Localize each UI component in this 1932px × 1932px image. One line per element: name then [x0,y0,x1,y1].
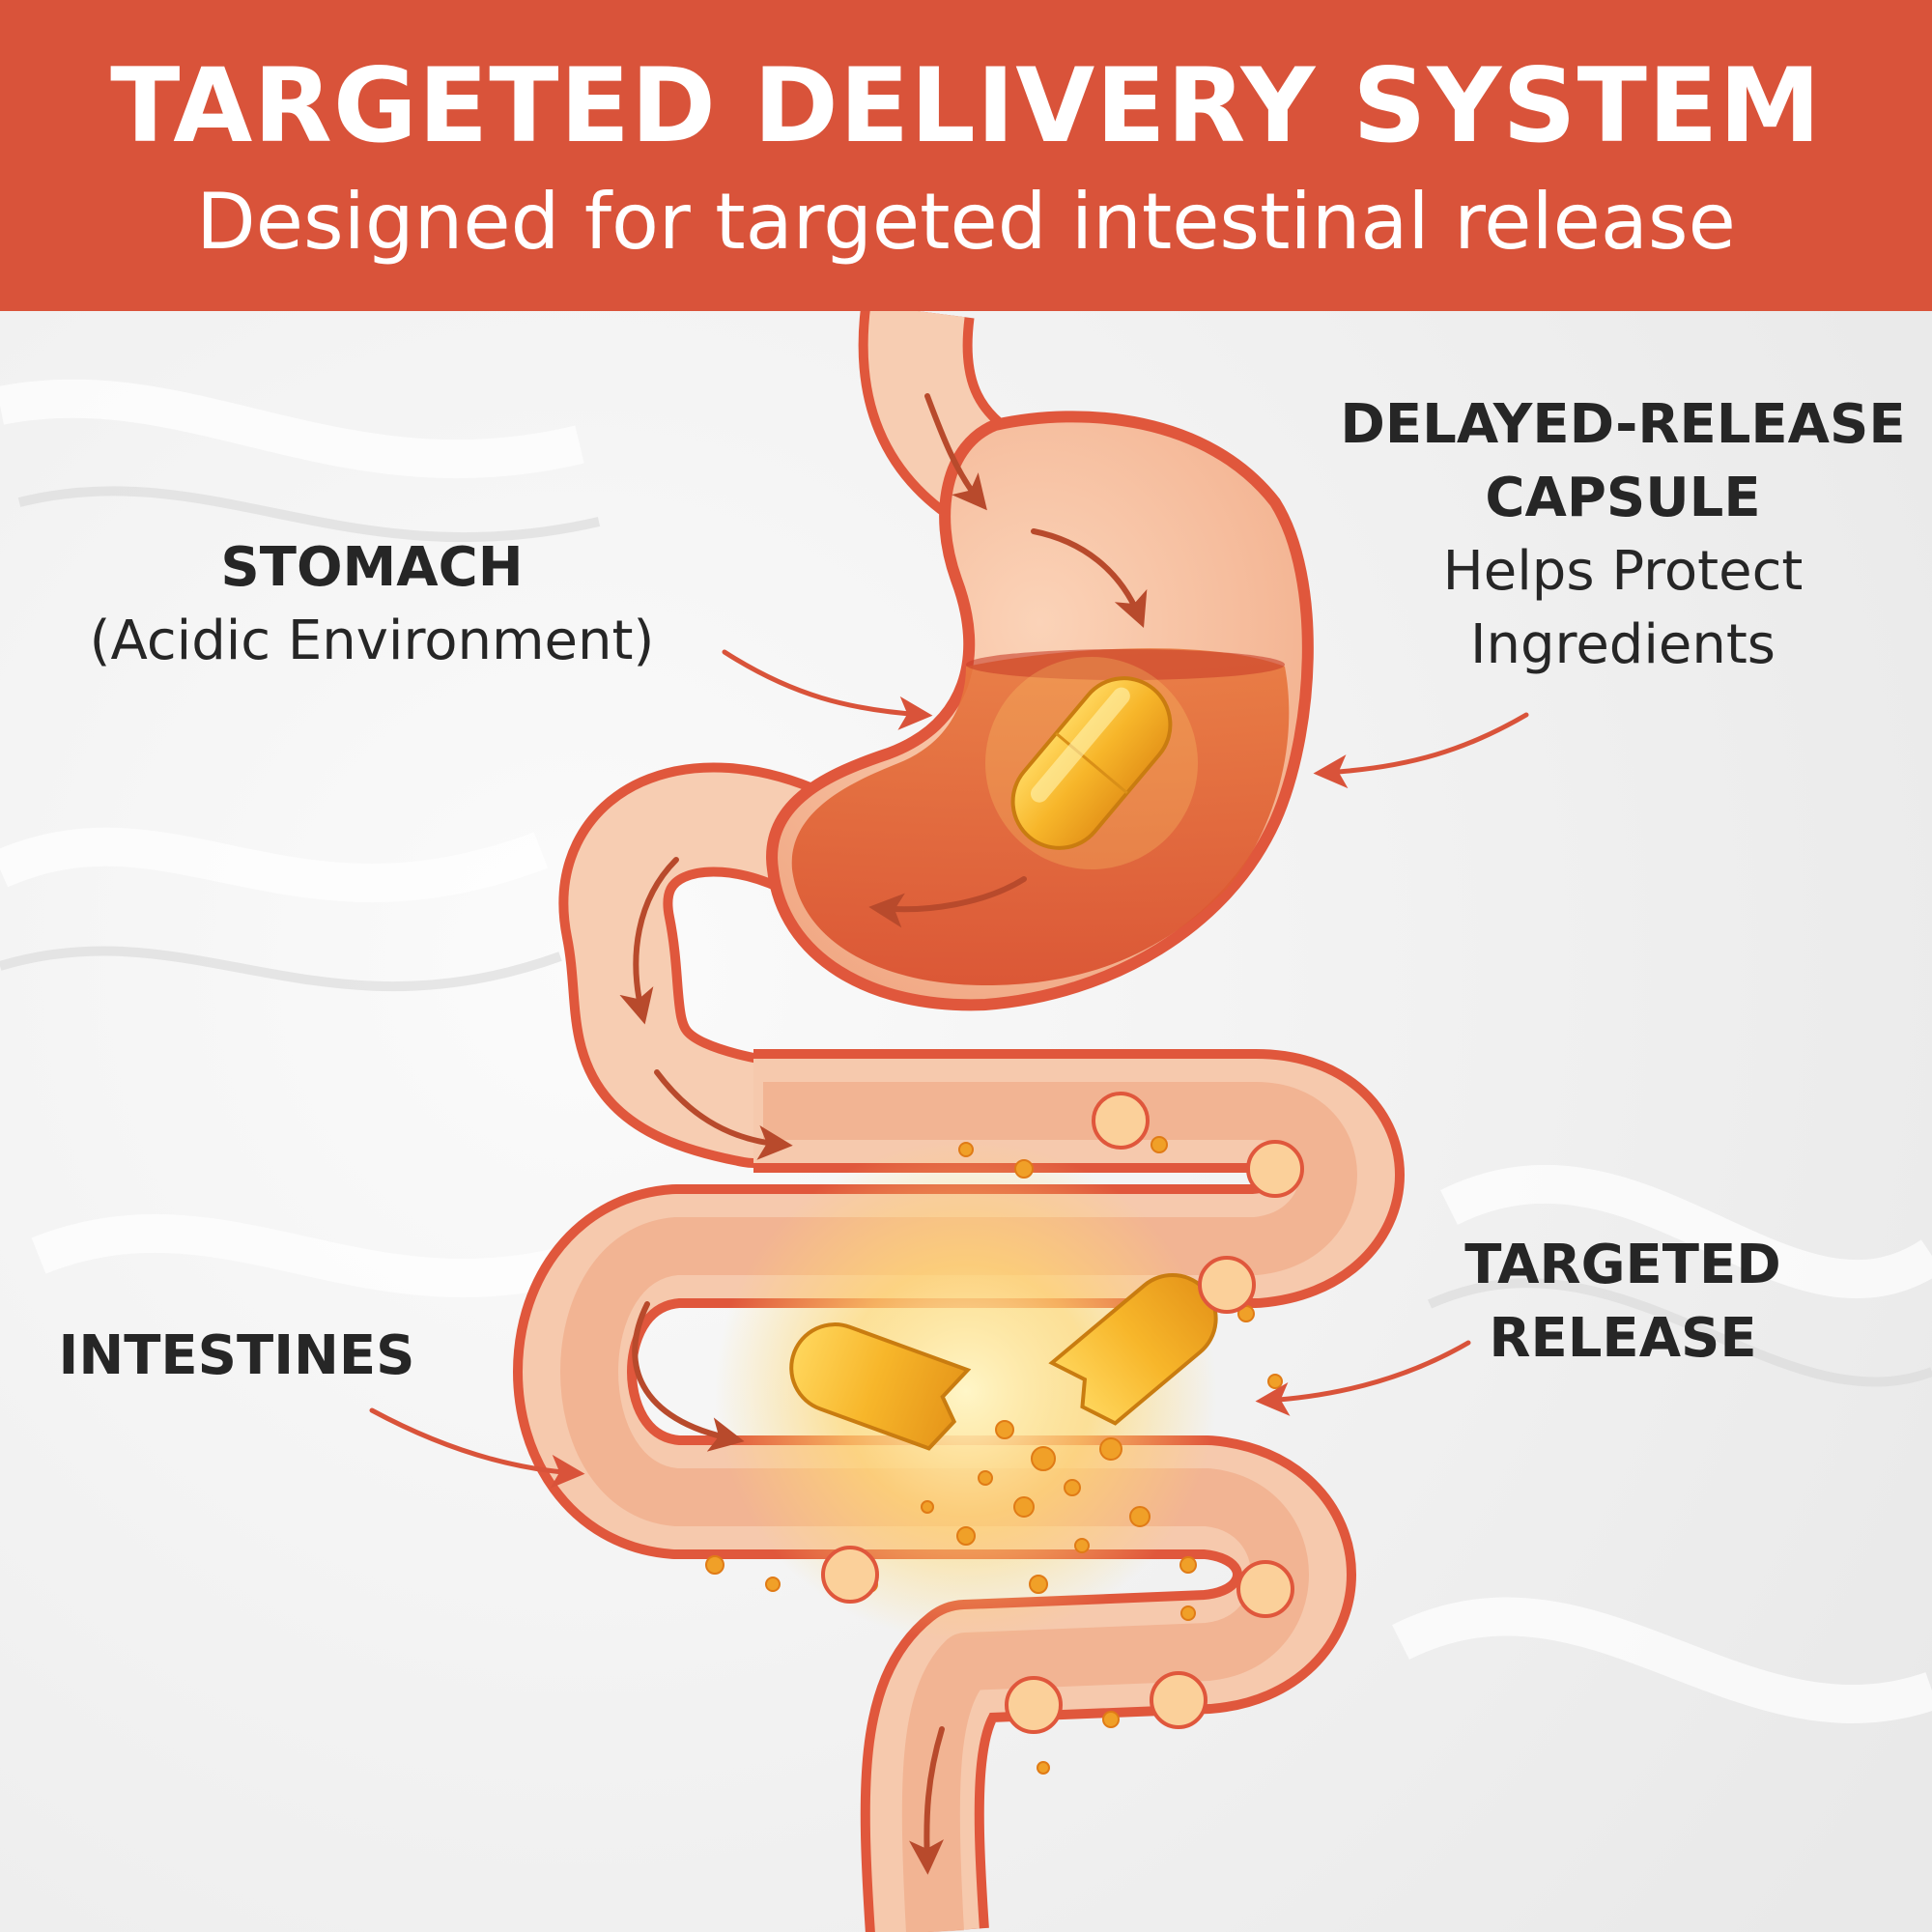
flow-arrows [619,393,1148,1875]
page-title: TARGETED DELIVERY SYSTEM [110,46,1822,165]
released-particles [705,1136,1283,1775]
capsule-callout-arrow [1313,712,1529,789]
small-intestine [513,1049,1405,1932]
intestines-title: INTESTINES [58,1324,415,1387]
stomach-callout-arrow [722,649,933,730]
header-banner: TARGETED DELIVERY SYSTEM Designed for ta… [0,0,1932,311]
capsule-note-line2: Ingredients [1470,613,1776,676]
callout-arrows [369,649,1529,1489]
capsule-label: DELAYED-RELEASE CAPSULE Helps Protect In… [1333,388,1913,682]
release-label: TARGETED RELEASE [1439,1229,1806,1376]
release-glow [715,1140,1217,1642]
broken-capsule-left [789,1322,972,1451]
intestines-label: INTESTINES [39,1320,435,1393]
stomach-label: STOMACH (Acidic Environment) [29,531,715,678]
capsule-in-stomach [985,657,1198,869]
capsule-title-line1: DELAYED-RELEASE [1340,393,1906,456]
intestines-callout-arrow [369,1407,585,1489]
capsule-title-line2: CAPSULE [1485,467,1761,529]
nutrient-icons [821,1092,1304,1734]
release-callout-arrow [1255,1340,1471,1416]
stomach-note: (Acidic Environment) [89,610,655,672]
release-title-line1: TARGETED [1464,1234,1781,1296]
page-subtitle: Designed for targeted intestinal release [196,177,1736,267]
capsule-note-line1: Helps Protect [1442,540,1804,603]
stomach-title: STOMACH [220,536,524,599]
release-title-line2: RELEASE [1489,1307,1757,1370]
